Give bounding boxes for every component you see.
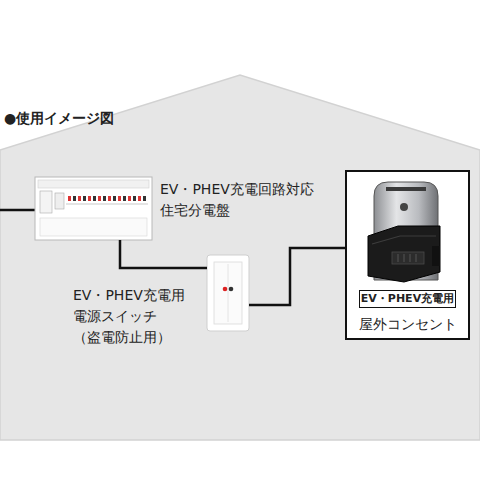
outlet-illustration xyxy=(345,170,470,340)
power-switch: EV・PHEV充電用 電源スイッチ （盗電防止用） xyxy=(207,255,249,331)
wire-connector xyxy=(120,240,207,268)
switch-illustration xyxy=(207,255,249,331)
node-label: 屋外コンセント xyxy=(351,314,464,335)
node-label: EV・PHEV充電用 電源スイッチ （盗電防止用） xyxy=(73,285,199,348)
wire-connector xyxy=(249,248,345,305)
outdoor-outlet: EV・PHEV充電用屋外コンセント xyxy=(345,170,470,340)
label-tag: EV・PHEV充電用 xyxy=(359,290,456,308)
house-shape xyxy=(0,75,480,440)
distribution-panel: EV・PHEV充電回路対応 住宅分電盤 xyxy=(35,177,152,240)
supply-wire xyxy=(0,209,35,212)
node-label: EV・PHEV充電回路対応 住宅分電盤 xyxy=(160,179,322,221)
panel-illustration xyxy=(35,177,152,240)
diagram-title: ●使用イメージ図 xyxy=(4,110,114,128)
